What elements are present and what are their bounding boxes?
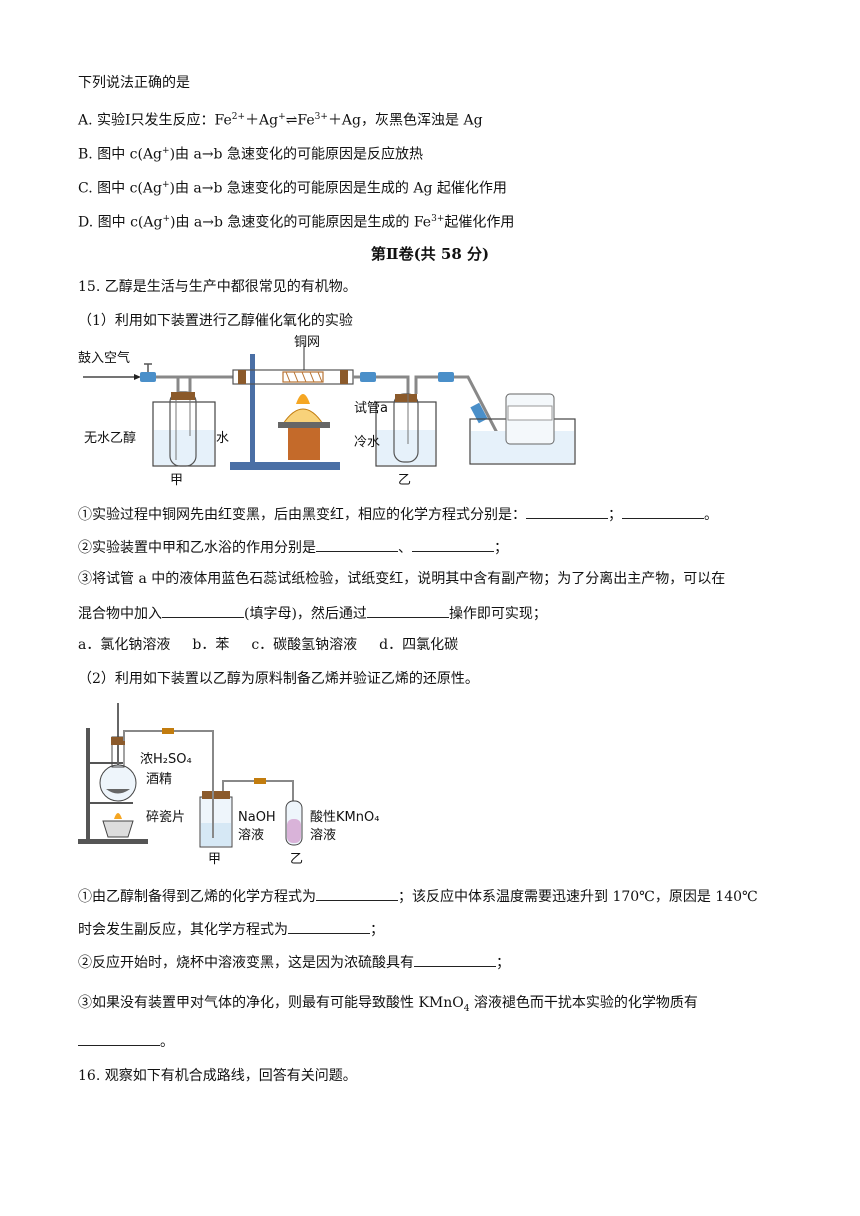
q15-part2: （2）利用如下装置以乙醇为原料制备乙烯并验证乙烯的还原性。 (78, 671, 479, 687)
copper-mesh-label: 铜网 (294, 335, 320, 350)
p2-q1-line1: ①由乙醇制备得到乙烯的化学方程式为；该反应中体系温度需要迅速升到 170℃，原因… (78, 885, 758, 907)
p2-q3-line1: ③如果没有装置甲对气体的净化，则最有可能导致酸性 KMnO4 溶液褪色而干扰本实… (78, 995, 698, 1014)
fig2-yi-label: 乙 (290, 852, 303, 867)
q15-stem: 15. 乙醇是生活与生产中都很常见的有机物。 (78, 279, 357, 295)
p1-q3-line1: ③将试管 a 中的液体用蓝色石蕊试纸检验，试纸变红，说明其中含有副产物；为了分离… (78, 571, 726, 587)
p2-q2: ②反应开始时，烧杯中溶液变黑，这是因为浓硫酸具有； (78, 951, 510, 973)
answer-blank[interactable] (526, 503, 608, 519)
fig2-jia-label: 甲 (208, 852, 221, 867)
fig1-jia-label: 甲 (170, 473, 183, 488)
answer-blank[interactable] (316, 885, 398, 901)
naoh-label: NaOH (238, 810, 276, 825)
p2-q3-line2: 。 (78, 1030, 174, 1052)
p2-q1-line2: 时会发生副反应，其化学方程式为； (78, 918, 384, 940)
naoh-solution-label: 溶液 (238, 828, 264, 843)
ethanol-oxidation-apparatus-figure: 鼓入空气 铜网 无水乙醇 水 试管a 冷水 甲 乙 (78, 335, 576, 488)
chips-label: 碎瓷片 (146, 810, 185, 825)
answer-blank[interactable] (366, 602, 449, 618)
kmno4-solution-label: 溶液 (310, 828, 336, 843)
water-label: 水 (216, 431, 229, 446)
answer-blank[interactable] (316, 536, 398, 552)
p1-q3-line2: 混合物中加入(填字母)，然后通过操作即可实现； (78, 602, 547, 624)
ethanol-label: 无水乙醇 (84, 430, 136, 446)
acid-label: 浓H₂SO₄ (140, 752, 192, 767)
answer-blank[interactable] (412, 536, 494, 552)
p1-q1: ①实验过程中铜网先由红变黑，后由黑变红，相应的化学方程式分别是：；。 (78, 503, 718, 525)
answer-blank[interactable] (622, 503, 704, 519)
answer-blank[interactable] (288, 918, 370, 934)
fig1-yi-label: 乙 (398, 473, 411, 488)
intro-text: 下列说法正确的是 (78, 75, 190, 91)
ethylene-apparatus-figure: 浓H₂SO₄ 酒精 碎瓷片 NaOH 溶液 酸性KMnO₄ 溶液 甲 乙 (78, 703, 379, 867)
option-c: C. 图中 c(Ag+)由 a→b 急速变化的可能原因是生成的 Ag 起催化作用 (78, 180, 507, 197)
q15-part1: （1）利用如下装置进行乙醇催化氧化的实验 (78, 313, 353, 329)
answer-blank[interactable] (162, 602, 244, 618)
air-label: 鼓入空气 (78, 350, 130, 366)
alcohol-label: 酒精 (146, 772, 172, 787)
kmno4-label: 酸性KMnO₄ (310, 810, 379, 825)
answer-blank[interactable] (78, 1030, 160, 1046)
cold-water-label: 冷水 (354, 435, 380, 450)
tube-a-label: 试管a (354, 401, 388, 416)
q16-stem: 16. 观察如下有机合成路线，回答有关问题。 (78, 1068, 357, 1084)
option-d: D. 图中 c(Ag+)由 a→b 急速变化的可能原因是生成的 Fe3+起催化作… (78, 214, 515, 231)
option-a: A. 实验Ⅰ只发生反应：Fe2+＋Ag+⇌Fe3+＋Ag，灰黑色浑浊是 Ag (78, 112, 483, 129)
p1-q2: ②实验装置中甲和乙水浴的作用分别是、； (78, 536, 508, 558)
section-title: 第Ⅱ卷(共 58 分) (370, 245, 490, 263)
answer-blank[interactable] (414, 951, 496, 967)
option-b: B. 图中 c(Ag+)由 a→b 急速变化的可能原因是反应放热 (78, 146, 423, 163)
